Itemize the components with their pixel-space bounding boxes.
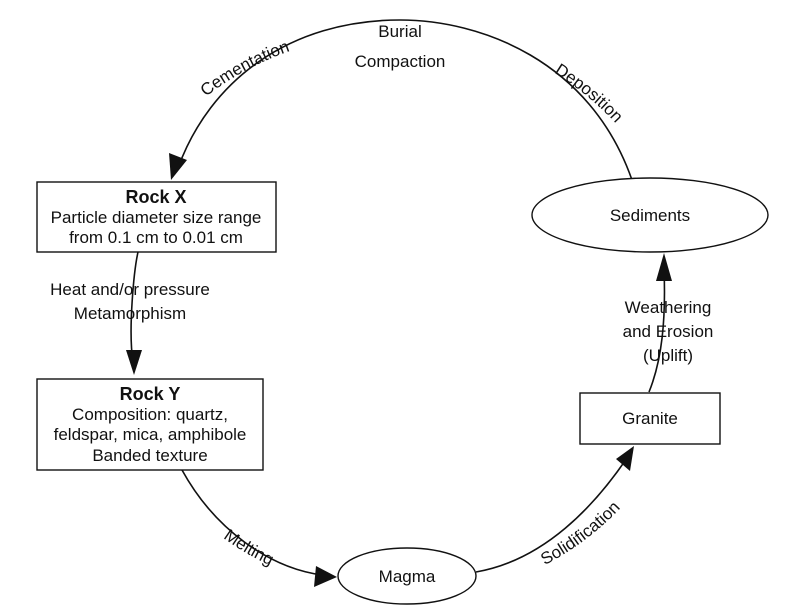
rock-y-box xyxy=(36,378,264,471)
arc-magma-to-granite xyxy=(475,457,628,573)
rock-x-line-1: Particle diameter size range xyxy=(51,208,262,227)
arrowhead-into-granite xyxy=(616,446,634,471)
rock-x-node: Rock X Particle diameter size range from… xyxy=(36,181,277,253)
heat-pressure-label: Heat and/or pressure xyxy=(50,280,210,299)
cycle-arrows xyxy=(126,19,672,587)
uplift-label: (Uplift) xyxy=(643,346,693,365)
rock-y-line-2: feldspar, mica, amphibole xyxy=(54,425,247,444)
arc-rock-y-to-magma xyxy=(181,469,323,576)
erosion-label: and Erosion xyxy=(623,322,714,341)
granite-node: Granite xyxy=(579,392,721,445)
magma-node: Magma xyxy=(337,547,477,605)
deposition-label: Deposition xyxy=(552,60,627,126)
arrowhead-into-rock-y xyxy=(126,350,142,375)
arc-granite-to-sediments xyxy=(648,267,666,393)
sediments-node: Sediments xyxy=(531,177,769,253)
magma-ellipse xyxy=(337,547,477,605)
burial-label: Burial xyxy=(378,22,421,41)
rock-y-title: Rock Y xyxy=(120,384,181,404)
arrowhead-into-sediments xyxy=(656,253,672,281)
rock-x-box xyxy=(36,181,277,253)
rock-x-title: Rock X xyxy=(125,187,186,207)
arrowhead-into-magma xyxy=(314,566,337,587)
sediments-label: Sediments xyxy=(610,206,690,225)
granite-box xyxy=(579,392,721,445)
compaction-label: Compaction xyxy=(355,52,446,71)
rock-y-node: Rock Y Composition: quartz, feldspar, mi… xyxy=(36,378,264,471)
arc-deposition-to-rock-x xyxy=(177,19,633,181)
weathering-label: Weathering xyxy=(625,298,712,317)
arrowhead-into-rock-x xyxy=(169,153,187,180)
metamorphism-label: Metamorphism xyxy=(74,304,186,323)
magma-label: Magma xyxy=(379,567,436,586)
sediments-ellipse xyxy=(531,177,769,253)
solidification-label: Solidification xyxy=(537,497,623,568)
rock-y-line-1: Composition: quartz, xyxy=(72,405,228,424)
rock-x-line-2: from 0.1 cm to 0.01 cm xyxy=(69,228,243,247)
melting-label: Melting xyxy=(221,526,277,570)
granite-label: Granite xyxy=(622,409,678,428)
cementation-label: Cementation xyxy=(197,37,292,100)
rock-y-line-3: Banded texture xyxy=(92,446,207,465)
